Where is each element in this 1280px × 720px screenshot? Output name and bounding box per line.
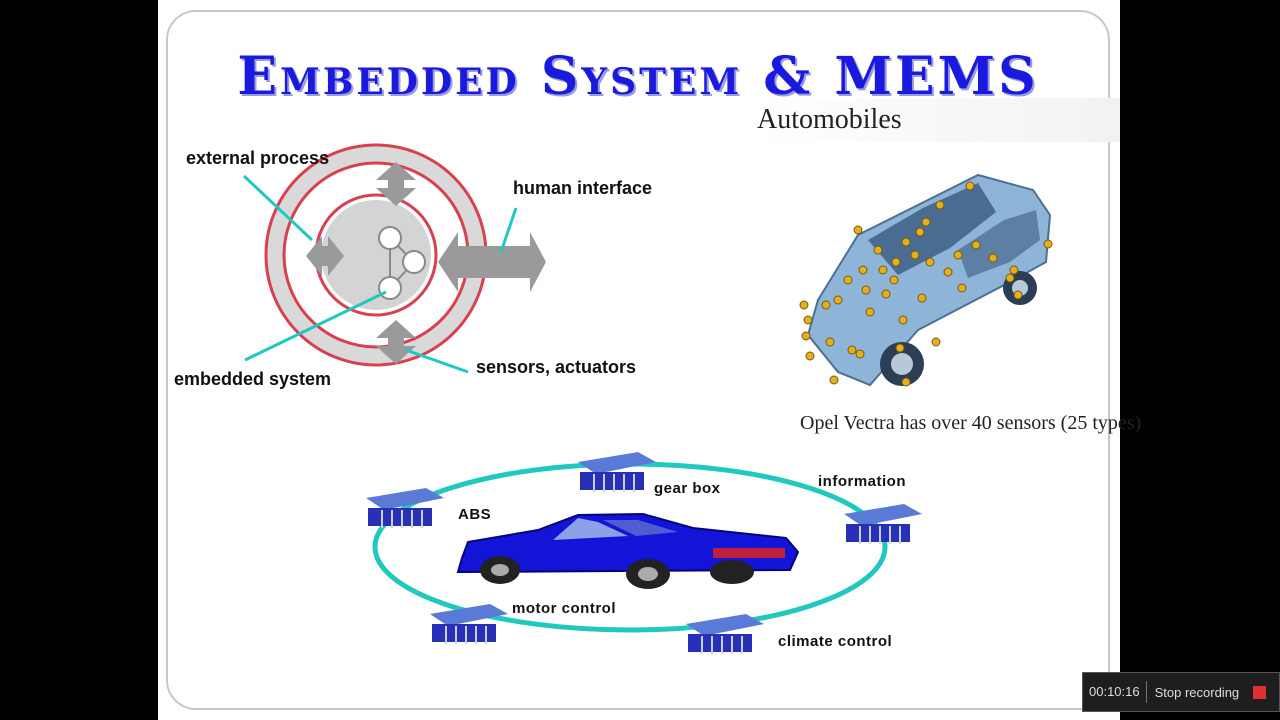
double-arrow-bottom-icon: [376, 320, 416, 364]
ecu-gear-box-icon: [578, 452, 656, 492]
screen-recorder-bar: 00:10:16 Stop recording: [1082, 672, 1280, 712]
ecu-abs-icon: [366, 488, 444, 528]
slide-title: Embedded System & MEMS: [237, 46, 1039, 107]
label-information: information: [818, 473, 906, 490]
double-arrow-right-icon: [438, 232, 546, 292]
automotive-network-diagram: [366, 452, 922, 654]
recording-timer: 00:10:16: [1083, 681, 1147, 703]
embedded-system-diagram: [242, 143, 546, 374]
slide-area: Embedded System & MEMS Automobiles: [158, 0, 1141, 720]
ecu-module-icons: [366, 452, 922, 654]
stop-square-icon[interactable]: [1253, 685, 1267, 699]
car-side-window-icon: [958, 210, 1040, 278]
label-gear-box: gear box: [654, 480, 721, 497]
pointer-lines: [242, 174, 518, 374]
label-climate-control: climate control: [778, 633, 893, 650]
double-arrow-left-icon: [306, 236, 344, 276]
label-sensors-actuators: sensors, actuators: [476, 357, 637, 377]
label-human-interface: human interface: [513, 178, 653, 198]
label-abs: ABS: [458, 506, 492, 523]
slide-frame: [166, 10, 1110, 710]
label-embedded-system: embedded system: [174, 369, 332, 389]
arrow-icons: [306, 162, 546, 364]
label-motor-control: motor control: [512, 600, 616, 617]
car-windshield-icon: [868, 183, 996, 275]
ecu-motor-control-icon: [430, 604, 508, 644]
illustrations: [242, 143, 1058, 654]
car-body-icon: [806, 173, 1052, 387]
node-graph-icon: [378, 226, 426, 300]
ecu-information-icon: [844, 504, 922, 544]
ecu-climate-control-icon: [686, 614, 764, 654]
sensors-caption: Opel Vectra has over 40 sensors (25 type…: [800, 412, 1142, 434]
label-external-process: external process: [186, 148, 330, 168]
sensor-car-illustration: [798, 160, 1058, 405]
automobiles-heading: Automobiles: [753, 98, 1120, 142]
stop-recording-button[interactable]: Stop recording: [1154, 684, 1240, 700]
blue-car-icon: [456, 512, 800, 589]
double-arrow-top-icon: [376, 162, 416, 206]
core-disc: [321, 200, 431, 310]
sensor-dots: [799, 181, 1053, 387]
